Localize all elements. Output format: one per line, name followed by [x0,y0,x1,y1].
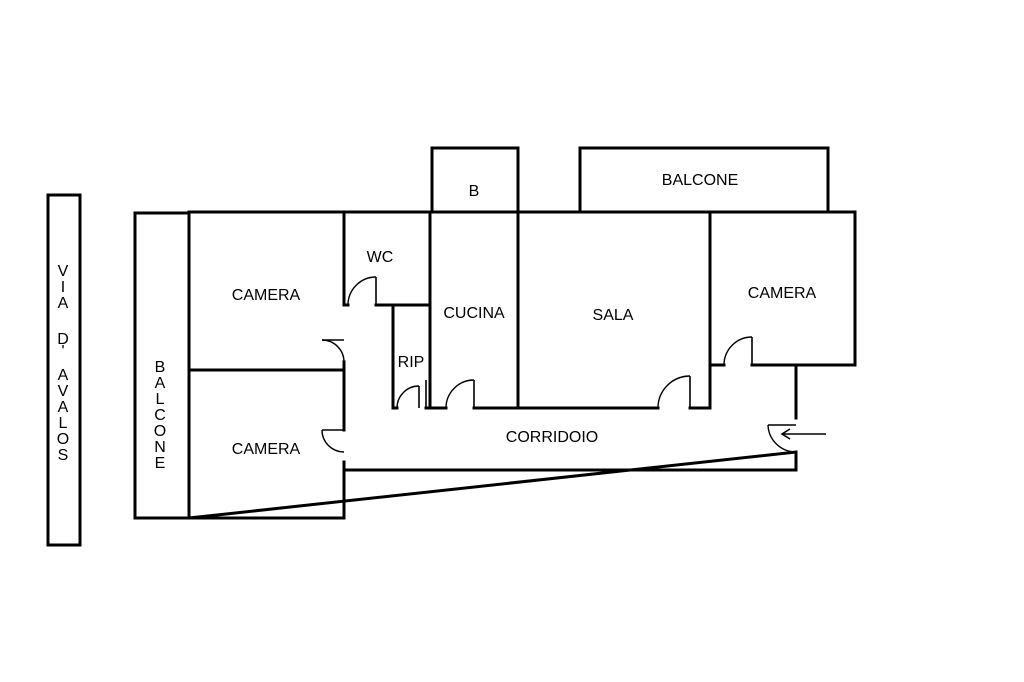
street-letter: S [58,447,69,464]
door-sala [657,375,691,409]
street-letter: A [58,367,69,384]
street-letter: A [58,295,69,312]
balcone-letter: E [155,455,166,472]
room-label-sala: SALA [593,307,634,324]
door-cucina [445,379,475,409]
door-camera-right [723,336,753,366]
street-letter: V [58,383,69,400]
room-label-rip: RIP [398,354,425,371]
street-letter: L [59,415,68,432]
balcone-letter: L [156,391,165,408]
street-label: V I A D ' A V A L O S [57,263,69,464]
balcone-letter: C [154,407,166,424]
outer-wall [187,210,857,520]
door-camera-bottom [321,429,345,453]
street-box [46,193,82,547]
room-label-camera-right: CAMERA [748,285,817,302]
room-label-b: B [469,183,480,200]
balcone-letter: N [154,439,166,456]
room-label-wc: WC [367,249,394,266]
balcone-letter: A [155,375,166,392]
balcone-letter: O [154,423,166,440]
room-label-cucina: CUCINA [443,305,505,322]
room-label-camera-bottom-left: CAMERA [232,441,301,458]
wall-rip [391,303,399,410]
balcone-left-label: B A L C O N E [154,359,166,472]
street-letter: O [57,431,69,448]
balcone-b [430,146,520,214]
street-letter: ' [61,343,64,360]
door-entrance [767,424,797,453]
door-wc [347,276,377,306]
street-letter: I [61,279,65,296]
street-letter: A [58,399,69,416]
room-label-camera-top-left: CAMERA [232,287,301,304]
street-letter: D [57,331,69,348]
street-letter: V [58,263,69,280]
balcone-letter: B [155,359,166,376]
door-camera-top [321,339,345,363]
room-label-balcone-top: BALCONE [662,172,738,189]
door-rip [396,380,427,409]
entrance-arrow-icon [780,428,826,440]
room-label-corridoio: CORRIDOIO [506,429,598,446]
